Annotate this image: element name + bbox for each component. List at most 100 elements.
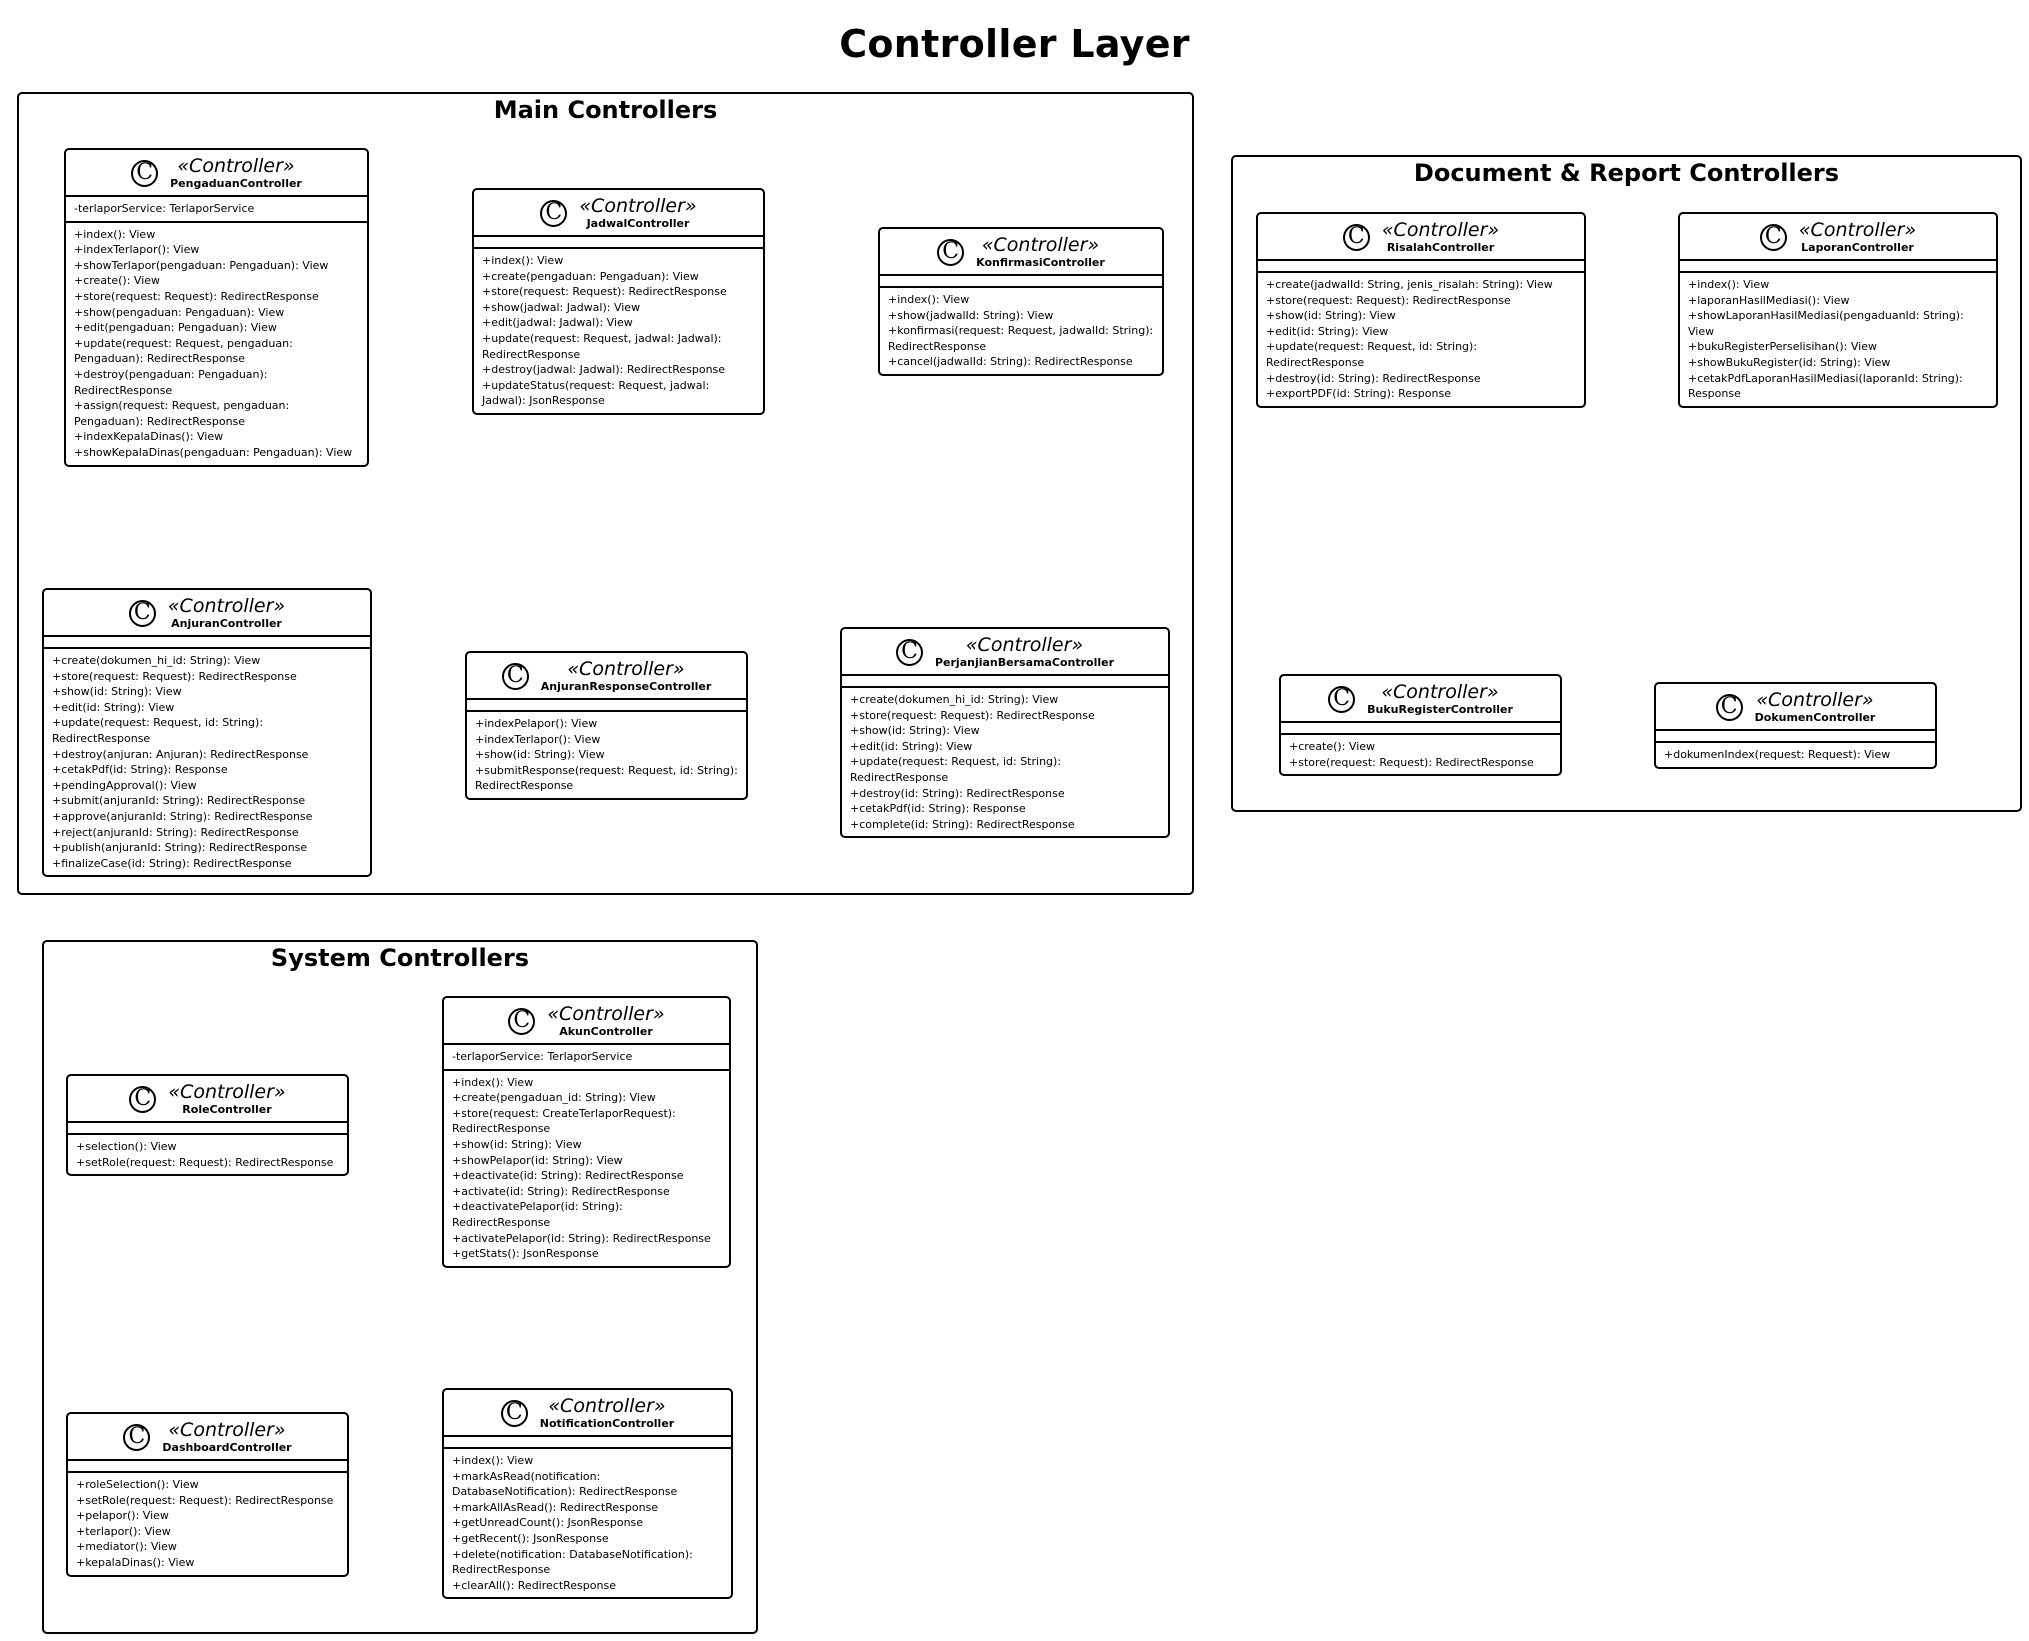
operation: +show(id: String): View — [1266, 309, 1396, 323]
operation: +approve(anjuranId: String): RedirectRes… — [52, 809, 313, 823]
operation: +exportPDF(id: String): Response — [1266, 387, 1451, 401]
class-stereotype: «Controller» — [1756, 689, 1874, 711]
class-circle-c-icon: C — [1328, 685, 1356, 713]
class-circle-c-icon: C — [937, 238, 965, 266]
class-anjuran-controller[interactable]: C «Controller»AnjuranController +create(do… — [42, 588, 372, 878]
operation: +destroy(id: String): RedirectResponse — [850, 786, 1065, 800]
class-dashboard-controller[interactable]: C«Controller»DashboardController+roleSel… — [66, 1412, 349, 1577]
class-attributes — [44, 637, 370, 649]
class-stereotype: «Controller» — [168, 1081, 286, 1103]
class-anjuran-response-controller[interactable]: C«Controller»AnjuranResponseController+i… — [465, 651, 748, 800]
class-stereotype: «Controller» — [567, 658, 685, 680]
class-jadwal-controller[interactable]: C «Controller»JadwalController +index(): V… — [472, 188, 765, 415]
operation: +showPelapor(id: String): View — [452, 1153, 623, 1167]
class-role-controller[interactable]: C«Controller»RoleController +selection():… — [66, 1074, 349, 1177]
class-risalah-controller[interactable]: C«Controller»RisalahController+create(ja… — [1256, 212, 1586, 408]
class-notification-controller[interactable]: C«Controller»NotificationController+inde… — [442, 1388, 733, 1600]
class-buku-register-controller[interactable]: C«Controller»BukuRegisterController+crea… — [1279, 674, 1562, 777]
class-header: C«Controller»DashboardController — [68, 1414, 347, 1461]
operation: +edit(jadwal: Jadwal): View — [482, 316, 633, 330]
class-name: RoleController — [182, 1103, 272, 1116]
class-perjanjian-bersama-controller[interactable]: C «Controller»PerjanjianBersamaController… — [840, 627, 1170, 839]
class-attributes — [68, 1123, 347, 1135]
operation: +index(): View — [482, 254, 564, 267]
operation: +selection(): View — [76, 1140, 177, 1153]
class-operations: +index(): View+create(pengaduan_id: Stri… — [444, 1071, 729, 1266]
class-operations: +create(dokumen_hi_id: String): View+sto… — [44, 649, 370, 875]
operation: +edit(id: String): View — [52, 700, 175, 714]
class-header: C«Controller»BukuRegisterController — [1281, 676, 1560, 723]
class-circle-c-icon: C — [895, 638, 923, 666]
class-laporan-controller[interactable]: C«Controller»LaporanController+index(): … — [1678, 212, 1998, 408]
operation: +clearAll(): RedirectResponse — [452, 1578, 616, 1592]
class-names: «Controller»LaporanController — [1799, 220, 1916, 255]
class-header: C«Controller»RisalahController — [1258, 214, 1584, 261]
operation: +show(jadwal: Jadwal): View — [482, 300, 641, 314]
class-circle-c-icon: C — [540, 199, 568, 227]
operation: +pendingApproval(): View — [52, 778, 197, 792]
class-stereotype: «Controller» — [177, 155, 295, 177]
class-circle-c-icon: C — [500, 1399, 528, 1427]
operation: +cetakPdf(id: String): Response — [850, 802, 1026, 816]
class-circle-c-icon: C — [128, 599, 156, 627]
class-circle-c-icon: C — [131, 159, 159, 187]
operation: +showBukuRegister(id: String): View — [1688, 355, 1891, 369]
operation: +getStats(): JsonResponse — [452, 1247, 599, 1261]
class-header: C«Controller»LaporanController — [1680, 214, 1996, 261]
class-circle-c-icon: C — [123, 1423, 151, 1451]
operation: +create(pengaduan_id: String): View — [452, 1091, 656, 1105]
class-attributes — [444, 1437, 731, 1449]
class-names: «Controller»JadwalController — [579, 196, 696, 231]
class-header: C«Controller»AnjuranResponseController — [467, 653, 746, 700]
class-header: C«Controller»KonfirmasiController — [880, 229, 1162, 276]
class-stereotype: «Controller» — [1381, 219, 1500, 241]
class-akun-controller[interactable]: C«Controller»AkunController-terlaporServ… — [442, 996, 731, 1268]
class-names: «Controller»NotificationController — [539, 1396, 675, 1431]
operation: +show(id: String): View — [850, 724, 980, 738]
class-name: LaporanController — [1801, 241, 1914, 254]
class-header: C «Controller»NotificationController — [444, 1390, 731, 1437]
operation: +store(request: Request): RedirectRespon… — [850, 708, 1095, 722]
class-dokumen-controller[interactable]: C«Controller»DokumenController+dokumenIn… — [1654, 682, 1937, 769]
operation: +activatePelapor(id: String): RedirectRe… — [452, 1231, 711, 1245]
class-pengaduan-controller[interactable]: C«Controller»PengaduanController-terlapo… — [64, 148, 369, 467]
operation: +kepalaDinas(): View — [76, 1555, 195, 1569]
operation: +showLaporanHasilMediasi(pengaduanId: St… — [1688, 309, 1964, 338]
package-document-report-controllers: Document & Report Controllers — [1231, 155, 2022, 812]
package-title: Document & Report Controllers — [1413, 159, 1840, 187]
class-circle-c-icon: C — [1715, 693, 1743, 721]
class-header: C «Controller»AnjuranController — [44, 590, 370, 637]
class-attributes — [474, 237, 763, 249]
class-names: «Controller»PerjanjianBersamaController — [934, 635, 1115, 670]
class-name: JadwalController — [586, 217, 690, 230]
package-title: System Controllers — [270, 944, 530, 972]
operation: +show(id: String): View — [52, 685, 182, 699]
class-header: C «Controller»PengaduanController — [66, 150, 367, 197]
class-header: C«Controller»RoleController — [68, 1076, 347, 1123]
operation: +bukuRegisterPerselisihan(): View — [1688, 340, 1877, 354]
class-header: C «Controller»JadwalController — [474, 190, 763, 237]
class-stereotype: «Controller» — [1381, 681, 1499, 703]
class-names: «Controller»AnjuranController — [168, 596, 285, 631]
class-name: PengaduanController — [170, 177, 302, 190]
class-operations: +selection(): View+setRole(request: Requ… — [68, 1135, 347, 1174]
class-stereotype: «Controller» — [168, 1419, 286, 1441]
operation: +cetakPdf(id: String): Response — [52, 763, 228, 777]
class-konfirmasi-controller[interactable]: C«Controller»KonfirmasiController +index(… — [878, 227, 1164, 376]
operation: +setRole(request: Request): RedirectResp… — [76, 1493, 334, 1507]
class-name: PerjanjianBersamaController — [934, 656, 1115, 669]
operation: +update(request: Request, pengaduan: Pen… — [74, 336, 293, 366]
class-attributes — [1680, 261, 1996, 273]
operation: +update(request: Request, id: String): R… — [1266, 340, 1478, 369]
operation: +delete(notification: DatabaseNotificati… — [452, 1547, 693, 1577]
operation: +getRecent(): JsonResponse — [452, 1531, 609, 1545]
class-attributes — [880, 276, 1162, 288]
class-names: «Controller»RisalahController — [1381, 219, 1500, 255]
operation: +store(request: Request): RedirectRespon… — [1289, 755, 1534, 769]
class-stereotype: «Controller» — [547, 1003, 665, 1025]
class-operations: +index(): View+indexTerlapor(): View+sho… — [66, 223, 367, 465]
class-name: NotificationController — [539, 1417, 675, 1430]
operation: +showTerlapor(pengaduan: Pengaduan): Vie… — [74, 258, 329, 272]
operation: +create(pengaduan: Pengaduan): View — [482, 269, 699, 283]
class-operations: +index(): View+show(jadwalId: String): V… — [880, 288, 1162, 374]
